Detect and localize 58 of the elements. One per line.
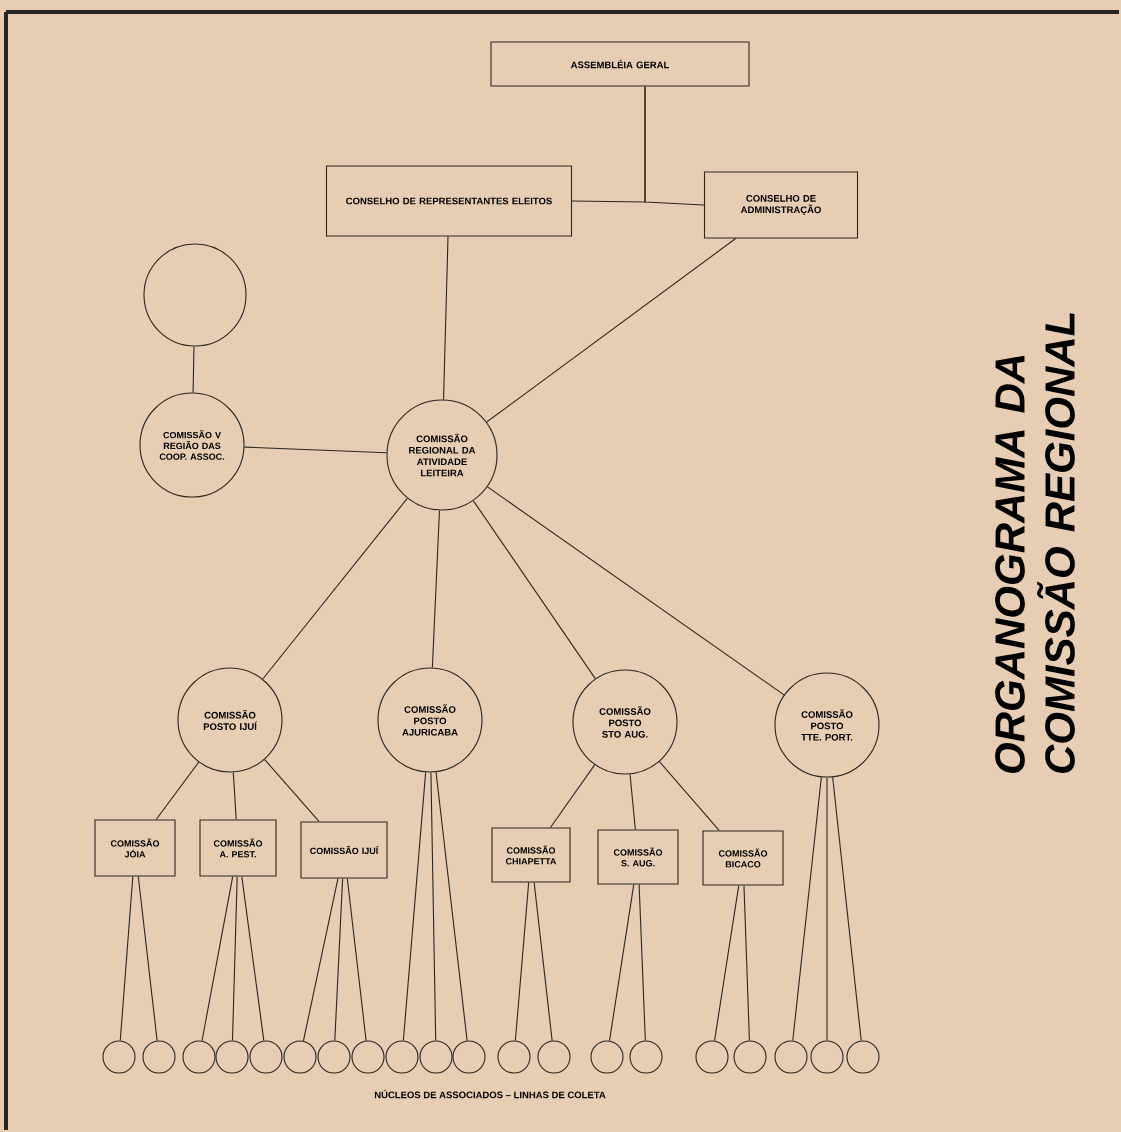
org-box: ASSEMBLÉIA GERAL — [490, 41, 750, 87]
connector-line — [442, 236, 449, 401]
connector-line — [743, 885, 750, 1041]
connector-line — [514, 882, 530, 1042]
connector-line — [137, 876, 158, 1042]
empty-circle — [774, 1040, 808, 1074]
connector-line — [346, 878, 367, 1042]
org-box: COMISSÃO S. AUG. — [597, 829, 679, 885]
connector-line — [231, 876, 238, 1041]
empty-circle — [142, 1040, 176, 1074]
org-box: COMISSÃO JÓIA — [94, 819, 176, 877]
empty-circle — [537, 1040, 571, 1074]
empty-circle — [733, 1040, 767, 1074]
connector-line — [658, 761, 720, 831]
connector-line — [431, 509, 441, 669]
empty-circle — [629, 1040, 663, 1074]
connector-line — [264, 758, 320, 822]
connector-line — [155, 761, 200, 820]
connector-line — [334, 878, 344, 1042]
org-box: CONSELHO DE ADMINISTRAÇÃO — [703, 171, 859, 239]
org-box: COMISSÃO IJUÍ — [300, 821, 388, 879]
empty-circle — [590, 1040, 624, 1074]
connector-line — [201, 876, 234, 1042]
empty-circle — [695, 1040, 729, 1074]
connector-line — [472, 500, 596, 680]
connector-line — [430, 772, 437, 1041]
connector-line — [232, 771, 237, 820]
connector-line — [826, 777, 828, 1041]
org-box: COMISSÃO A. PEST. — [199, 819, 277, 877]
title: ORGANOGRAMA DA COMISSÃO REGIONAL — [995, 313, 1075, 773]
org-box: CONSELHO DE REPRESENTANTES ELEITOS — [325, 165, 573, 237]
connector-line — [533, 882, 553, 1042]
connector-line — [549, 764, 596, 828]
connector-line — [486, 486, 785, 696]
connector-line — [832, 776, 862, 1042]
connector-line — [241, 876, 265, 1042]
empty-circle — [810, 1040, 844, 1074]
connector-line — [644, 86, 705, 206]
connector-line — [638, 884, 646, 1041]
connector-line — [119, 876, 134, 1042]
org-box: COMISSÃO BICACO — [702, 830, 784, 886]
connector-line — [192, 346, 195, 394]
connector-line — [435, 771, 468, 1042]
org-box: COMISSÃO CHIAPETTA — [491, 827, 571, 883]
connector-line — [714, 885, 740, 1042]
empty-circle — [846, 1040, 880, 1074]
connector-line — [609, 884, 635, 1042]
empty-circle — [497, 1040, 531, 1074]
connector-line — [262, 497, 408, 680]
connector-line — [243, 446, 388, 454]
caption-text: NÚCLEOS DE ASSOCIADOS – LINHAS DE COLETA — [374, 1089, 606, 1099]
connector-line — [486, 238, 737, 423]
empty-circle — [102, 1040, 136, 1074]
connector-line — [792, 776, 822, 1042]
connector-line — [402, 771, 427, 1042]
connector-line — [629, 773, 636, 830]
connector-line — [302, 878, 339, 1042]
empty-circle — [143, 243, 247, 347]
